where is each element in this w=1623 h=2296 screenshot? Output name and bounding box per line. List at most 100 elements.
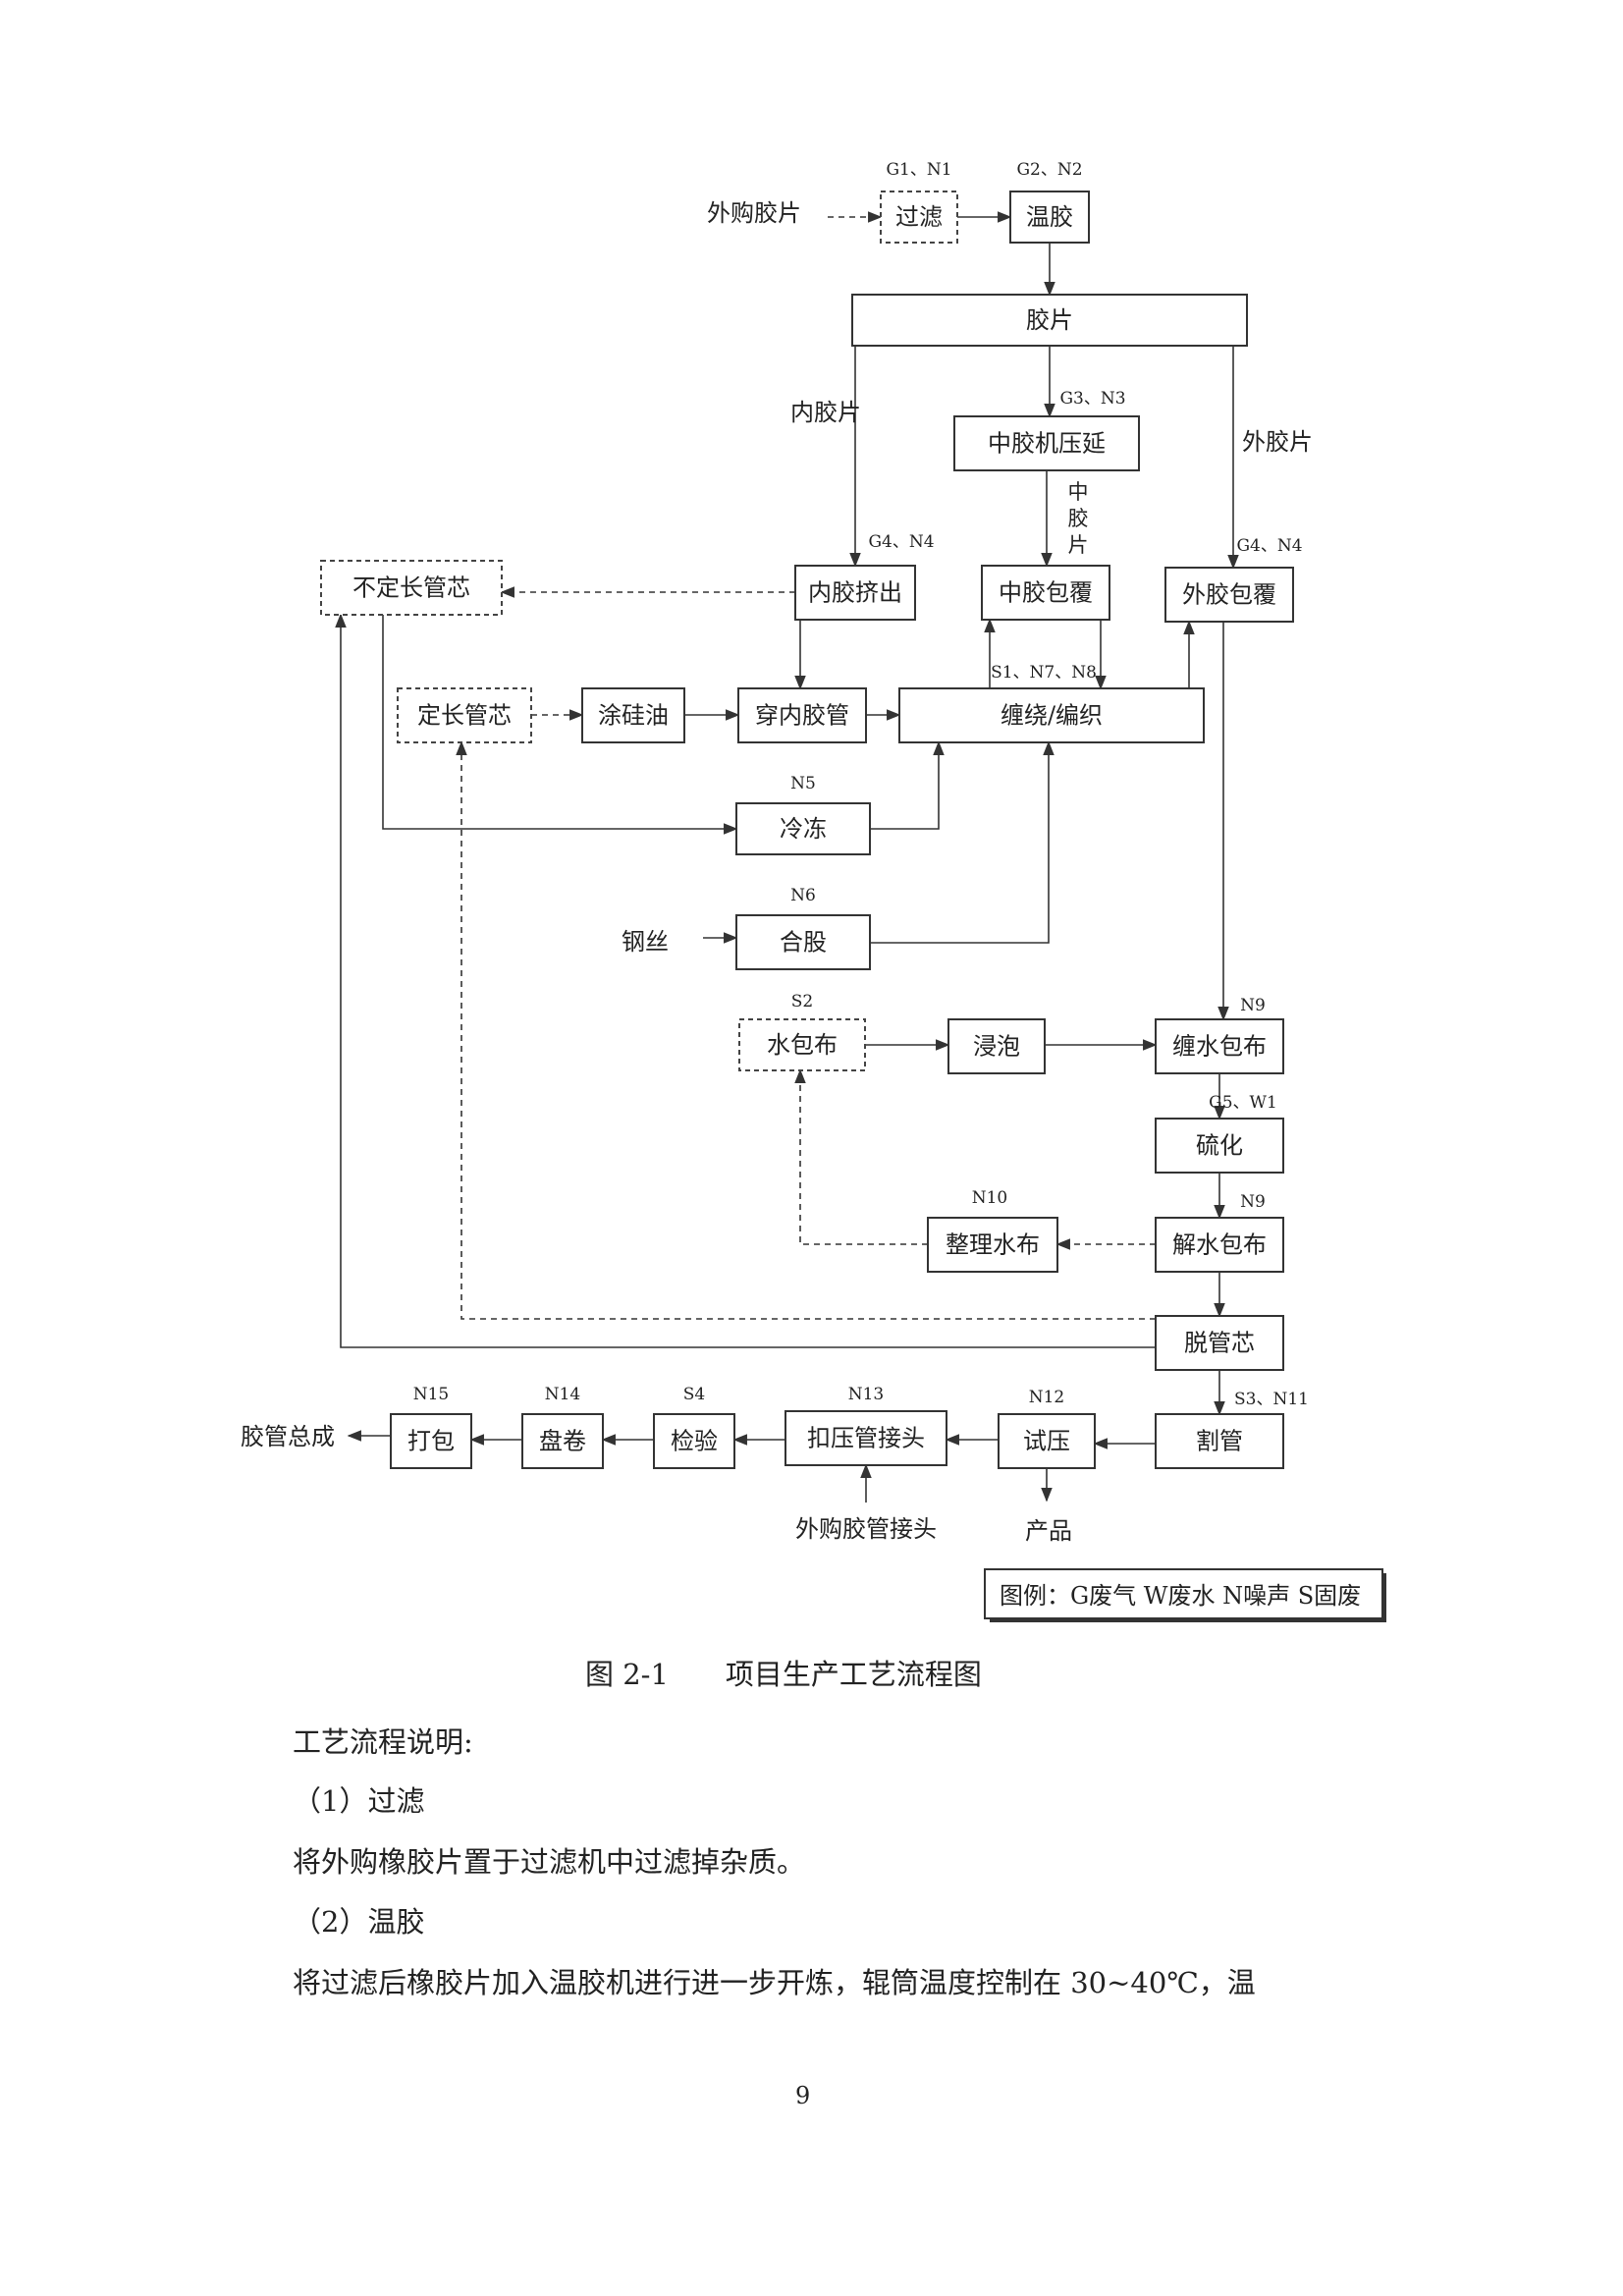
node-label: 整理水布	[946, 1231, 1040, 1259]
flow-edge	[456, 740, 1156, 1320]
node-tag: G5、W1	[1209, 1093, 1277, 1113]
node-label: 穿内胶管	[755, 702, 849, 730]
step2-text: 将过滤后橡胶片加入温胶机进行进一步开炼，辊筒温度控制在 30~40℃，温	[293, 1966, 1256, 1999]
node-box	[784, 1410, 947, 1466]
node-box	[998, 1413, 1096, 1469]
node-box	[1164, 567, 1294, 623]
label-char: 胶	[1068, 507, 1089, 530]
node-box	[794, 565, 916, 621]
node-label: 盘卷	[539, 1428, 586, 1455]
flow-nodes: 过滤G1、N1温胶G2、N2胶片中胶机压延G3、N3内胶挤出G4、N4中胶包覆外…	[320, 160, 1309, 1469]
node-tag: G2、N2	[1016, 160, 1082, 180]
node-jiaopian: 胶片	[851, 294, 1248, 347]
node-tag: N9	[1240, 1192, 1266, 1212]
node-box	[1155, 1315, 1284, 1371]
node-label: 缠水包布	[1172, 1033, 1267, 1061]
node-label: 胶片	[1026, 306, 1073, 334]
node-jieshuibaobu: 解水包布 N9	[1155, 1192, 1284, 1273]
node-label: 水包布	[767, 1031, 838, 1059]
flow-edge	[794, 1068, 928, 1245]
node-shuibaobu: 水包布 S2	[738, 992, 866, 1071]
node-label: 打包	[407, 1428, 455, 1455]
node-label: 脱管芯	[1184, 1330, 1255, 1357]
node-tag: N12	[1029, 1388, 1065, 1407]
node-label: 外胶包覆	[1182, 581, 1276, 609]
node-label: 内胶挤出	[808, 579, 902, 607]
node-tag: N6	[790, 886, 816, 905]
node-box	[1155, 1118, 1284, 1174]
node-box	[1155, 1217, 1284, 1273]
node-dingchangguanxin: 定长管芯	[397, 687, 532, 743]
node-tag: N14	[545, 1385, 581, 1404]
node-label: 中胶机压延	[988, 430, 1106, 458]
node-tag: N10	[972, 1188, 1008, 1208]
flow-connectors	[335, 211, 1239, 1503]
node-tag: N9	[1240, 996, 1266, 1015]
label-char: 片	[1068, 533, 1089, 557]
node-label: 冷冻	[780, 815, 827, 843]
node-budingchangguanxin: 不定长管芯	[320, 560, 503, 616]
node-box	[1009, 191, 1090, 244]
node-label: 浸泡	[973, 1033, 1020, 1061]
node-label: 解水包布	[1172, 1231, 1267, 1259]
node-zhenglishuibu: 整理水布 N10	[927, 1188, 1058, 1273]
node-box	[735, 914, 871, 970]
node-label: 合股	[780, 929, 827, 957]
node-tag: G4、N4	[868, 532, 934, 552]
node-label: 温胶	[1026, 203, 1073, 231]
node-tag: S4	[683, 1385, 705, 1404]
node-tuoguanxin: 脱管芯	[1155, 1315, 1284, 1371]
node-neijiaojichu: 内胶挤出 G4、N4	[794, 532, 935, 621]
node-lengdong: 冷冻 N5	[735, 774, 871, 855]
node-box	[737, 687, 867, 743]
node-box	[581, 687, 685, 743]
node-tag: S2	[791, 992, 813, 1011]
node-zhongjiaobaofu: 中胶包覆	[981, 565, 1110, 621]
node-tuguiyou: 涂硅油	[581, 687, 685, 743]
flow-edge	[870, 740, 1055, 944]
page-number: 9	[795, 2082, 811, 2109]
node-box	[953, 415, 1140, 471]
flow-edge	[335, 613, 1156, 1348]
node-label: 试压	[1023, 1428, 1070, 1455]
node-label: 中胶包覆	[999, 579, 1093, 607]
node-box	[1155, 1018, 1284, 1074]
node-box	[320, 560, 503, 616]
node-box	[927, 1217, 1058, 1273]
section-intro: 工艺流程说明:	[293, 1725, 473, 1759]
node-tag: G3、N3	[1059, 389, 1125, 409]
label-neijiaopian: 内胶片	[790, 399, 861, 426]
node-label: 检验	[671, 1428, 718, 1455]
flow-edge	[382, 615, 738, 835]
node-box	[898, 687, 1205, 743]
label-waigoujiaopian: 外购胶片	[707, 199, 801, 227]
node-box	[947, 1018, 1046, 1074]
node-label: 缠绕/编织	[1001, 702, 1103, 730]
node-shiya: 试压 N12	[998, 1388, 1096, 1469]
node-box	[390, 1413, 472, 1469]
step2-heading: （2）温胶	[293, 1905, 425, 1939]
node-tag: N5	[790, 774, 816, 793]
node-hegu: 合股 N6	[735, 886, 871, 970]
node-jinpao: 浸泡	[947, 1018, 1046, 1074]
label-waijiaopian: 外胶片	[1242, 428, 1313, 456]
node-box	[880, 191, 958, 244]
node-box	[851, 294, 1248, 347]
node-box	[1155, 1413, 1284, 1469]
node-label: 不定长管芯	[352, 574, 470, 602]
node-box	[735, 802, 871, 855]
figure-caption: 图 2-1 项目生产工艺流程图	[585, 1658, 982, 1691]
label-char: 中	[1068, 480, 1089, 504]
label-jiaoguanzongcheng: 胶管总成	[241, 1423, 335, 1450]
node-label: 过滤	[895, 203, 943, 231]
node-chanshuibaobu: 缠水包布 N9	[1155, 996, 1284, 1074]
step1-text: 将外购橡胶片置于过滤机中过滤掉杂质。	[293, 1845, 806, 1879]
label-chanpin: 产品	[1025, 1517, 1072, 1545]
